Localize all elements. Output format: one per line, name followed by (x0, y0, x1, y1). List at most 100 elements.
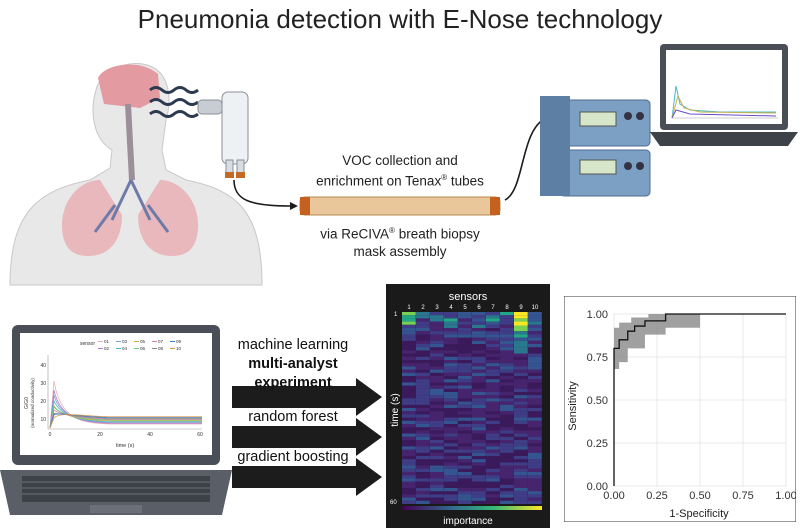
heatmap-cell (514, 337, 528, 341)
heatmap-cell (472, 497, 486, 501)
heatmap-cell (486, 340, 500, 344)
heatmap-cell (472, 494, 486, 498)
heatmap-cell (528, 312, 542, 316)
heatmap-cell (416, 478, 430, 482)
ml-arrows (232, 378, 382, 496)
heatmap-cell (402, 366, 416, 370)
heatmap-cell (444, 318, 458, 322)
heatmap-cell (486, 369, 500, 373)
heatmap-cell (500, 340, 514, 344)
heatmap-cell (402, 372, 416, 376)
heatmap-cell (486, 379, 500, 383)
heatmap-cell (458, 417, 472, 421)
heatmap-cell (458, 372, 472, 376)
heatmap-cell (444, 324, 458, 328)
heatmap-cell (514, 414, 528, 418)
heatmap-cell (416, 424, 430, 428)
heatmap-cell (444, 427, 458, 431)
heatmap-cell (444, 456, 458, 460)
heatmap-cell (528, 337, 542, 341)
heatmap-cell (514, 404, 528, 408)
heatmap-cell (472, 395, 486, 399)
heatmap-cell (514, 488, 528, 492)
heatmap-cell (514, 312, 528, 316)
heatmap-cell (458, 488, 472, 492)
heatmap-cell (472, 388, 486, 392)
heatmap-cell (514, 446, 528, 450)
heatmap-cell (514, 475, 528, 479)
heatmap-cell (458, 324, 472, 328)
heatmap-cell (486, 392, 500, 396)
heatmap-cell (472, 430, 486, 434)
heatmap-cell (514, 433, 528, 437)
heatmap-cell (528, 366, 542, 370)
heatmap-cell (430, 468, 444, 472)
heatmap-cell (444, 385, 458, 389)
heatmap-cell (514, 369, 528, 373)
heatmap-cell (430, 369, 444, 373)
heatmap-cell (514, 497, 528, 501)
heatmap-cell (528, 436, 542, 440)
heatmap-cell (458, 331, 472, 335)
heatmap-cell (500, 491, 514, 495)
heatmap-cell (514, 395, 528, 399)
heatmap-cell (472, 404, 486, 408)
heatmap-cell (500, 392, 514, 396)
roc-ytick: 0.50 (587, 395, 608, 407)
roc-ytick: 1.00 (587, 309, 608, 321)
heatmap-cell (430, 312, 444, 316)
heatmap-cell (500, 347, 514, 351)
heatmap-cell (500, 404, 514, 408)
heatmap-cell (472, 427, 486, 431)
heatmap-cell (444, 468, 458, 472)
heatmap-cell (528, 321, 542, 325)
heatmap-cell (402, 452, 416, 456)
heatmap-cell (402, 318, 416, 322)
heatmap-cell (458, 491, 472, 495)
heatmap-cell (472, 411, 486, 415)
heatmap-cell (444, 475, 458, 479)
heatmap-cell (486, 478, 500, 482)
heatmap-cell (514, 500, 528, 504)
heatmap-cell (430, 494, 444, 498)
heatmap-cell (458, 363, 472, 367)
heatmap-cell (430, 475, 444, 479)
heatmap-cell (486, 494, 500, 498)
heatmap-cell (472, 324, 486, 328)
heatmap-cell (402, 462, 416, 466)
heatmap-cell (514, 494, 528, 498)
heatmap-cell (500, 324, 514, 328)
heatmap-cell (416, 443, 430, 447)
heatmap-cell (472, 350, 486, 354)
heatmap-cell (500, 494, 514, 498)
roc-confidence-band (614, 314, 700, 370)
heatmap-cell (430, 465, 444, 469)
heatmap-cell (528, 440, 542, 444)
heatmap-cell (500, 440, 514, 444)
heatmap-title: sensors (449, 291, 488, 303)
heatmap-cell (472, 488, 486, 492)
tenax-tube-icon (299, 196, 501, 216)
heatmap-cell (402, 424, 416, 428)
sensor-curves (49, 380, 202, 429)
heatmap-cell (416, 494, 430, 498)
heatmap-cell (528, 395, 542, 399)
sensor-xtick: 0 (49, 432, 52, 438)
heatmap-cell (416, 417, 430, 421)
heatmap-cell (416, 446, 430, 450)
heatmap-cell (528, 324, 542, 328)
roc-ytick: 0.00 (587, 481, 608, 493)
heatmap-cell (458, 395, 472, 399)
heatmap-cell (486, 312, 500, 316)
heatmap-cell (514, 443, 528, 447)
heatmap-cell (444, 420, 458, 424)
heatmap-cell (486, 324, 500, 328)
heatmap-cell (444, 417, 458, 421)
heatmap-cell (458, 312, 472, 316)
heatmap-cell (528, 424, 542, 428)
heatmap-cell (416, 398, 430, 402)
colorbar-label: importance (443, 516, 493, 527)
heatmap-cell (528, 315, 542, 319)
heatmap-cell (416, 436, 430, 440)
